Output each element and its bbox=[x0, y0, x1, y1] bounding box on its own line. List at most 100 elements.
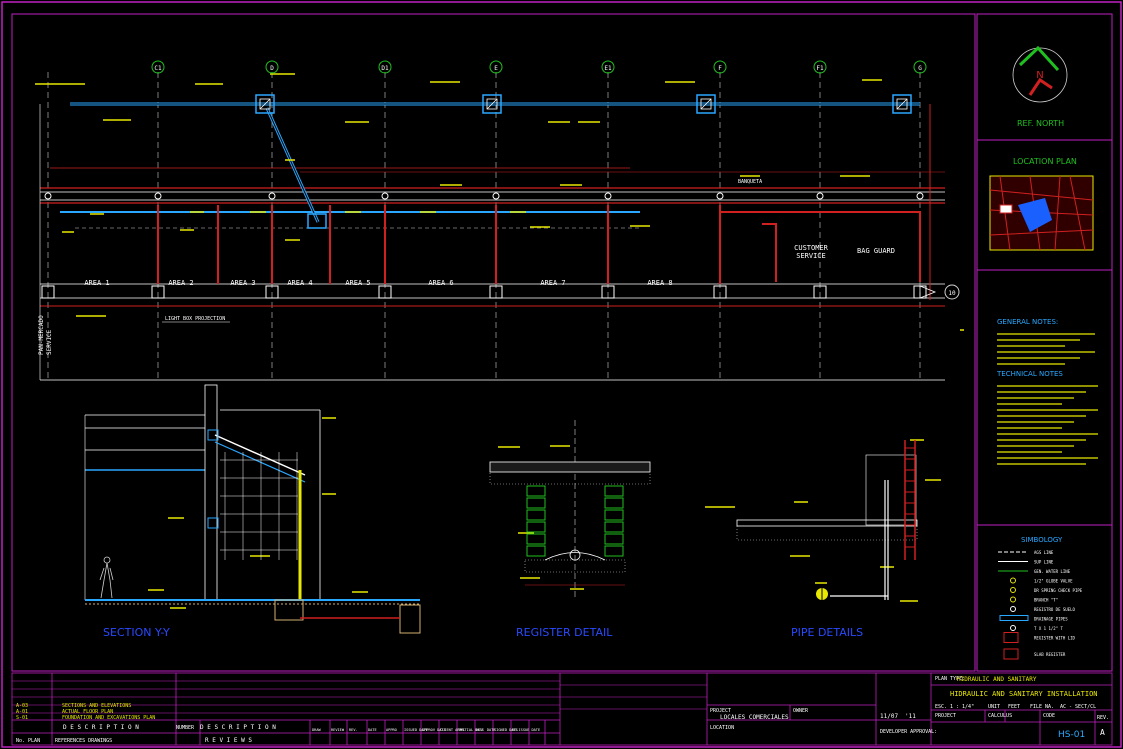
grid-bubble-icon bbox=[913, 60, 927, 74]
pipe-details: PIPE DETAILS bbox=[736, 440, 918, 639]
grid-bubble-label: G bbox=[918, 65, 922, 72]
review-col-head: SIGNED DATE bbox=[494, 728, 518, 732]
drawing-frame bbox=[11, 13, 976, 672]
area-label: AREA 4 bbox=[287, 279, 312, 287]
file-value: AC - SECT/CL bbox=[1060, 704, 1096, 710]
area-label: AREA 7 bbox=[540, 279, 565, 287]
ref-plan-title: ACTUAL FLOOR PLAN bbox=[62, 709, 113, 715]
review-col-head: REV. DATE bbox=[476, 728, 495, 732]
owner-label: OWNER bbox=[793, 708, 809, 714]
bag-guard-label: BAG GUARD bbox=[857, 247, 895, 255]
ref-head-drawings: REFERENCES DRAWINGS bbox=[55, 738, 112, 744]
grid-bubble-icon bbox=[265, 60, 279, 74]
symbology-item: DR SPRING CHECK PIPE bbox=[1034, 588, 1083, 593]
title-block bbox=[11, 672, 1113, 746]
plan-name: HIDRAULIC AND SANITARY INSTALLATION bbox=[950, 690, 1098, 698]
symbology-item: T X 1 1/2" T bbox=[1034, 626, 1063, 631]
review-col-head: REVIEW bbox=[331, 728, 345, 732]
ref-plan-no: A-01 bbox=[16, 709, 28, 715]
area-label: AREA 6 bbox=[428, 279, 453, 287]
banqueta-label: BANQUETA bbox=[738, 179, 762, 185]
desc-head-2: D E S C R I P T I O N bbox=[200, 724, 276, 731]
north-letter: N bbox=[1036, 70, 1043, 81]
area-label: AREA 1 bbox=[84, 279, 109, 287]
scale-value: 1 : 1/4" bbox=[950, 704, 974, 710]
review-col-head: CLIENT APPR. bbox=[440, 728, 466, 732]
symbology-item: SUP LINE bbox=[1034, 560, 1054, 565]
grid-bubble-label: E1 bbox=[604, 65, 612, 72]
grid-bubble-label: D bbox=[270, 65, 274, 72]
symbology-item: AGS LINE bbox=[1034, 550, 1054, 555]
customer-service-label-1: CUSTOMER bbox=[794, 244, 829, 252]
title-block-text: A-03 SECTIONS AND ELEVATIONS A-01 ACTUAL FL… bbox=[16, 676, 1109, 744]
symbology-item: SLAB REGISTER bbox=[1034, 652, 1066, 657]
light-box-label: LIGHT BOX PROJECTION bbox=[165, 316, 225, 322]
ref-plan-no: S-01 bbox=[16, 715, 28, 721]
number-head: NUMBER bbox=[176, 725, 195, 731]
grid-bubble-icon bbox=[378, 60, 392, 74]
section-title: SECTION Y-Y bbox=[103, 626, 170, 639]
row-bubble-icon bbox=[944, 284, 960, 300]
code-label: CODE bbox=[1043, 713, 1055, 719]
review-col-head: ISSUED DATE bbox=[404, 728, 428, 732]
location-label: LOCATION bbox=[710, 725, 734, 731]
units-value: FEET bbox=[1008, 704, 1020, 710]
side-label-1: PAN-MERCADO bbox=[38, 315, 45, 355]
grid-bubble-icon bbox=[713, 60, 727, 74]
symbology-item: REGISTER WITH LID bbox=[1034, 636, 1076, 641]
symbology-item: REGISTRO DE SUELO bbox=[1034, 607, 1076, 612]
right-panel bbox=[976, 13, 1113, 672]
area-label: AREA 3 bbox=[230, 279, 255, 287]
review-col-head: APPRO bbox=[386, 728, 397, 732]
plan-type: HIDRAULIC AND SANITARY bbox=[957, 676, 1037, 683]
customer-service-label-2: SERVICE bbox=[796, 252, 826, 260]
grid-bubble-icon bbox=[151, 60, 165, 74]
project-label: PROJECT bbox=[710, 708, 731, 714]
location-plan-title: LOCATION PLAN bbox=[1013, 157, 1077, 166]
row-bubble-label: 10 bbox=[948, 290, 956, 297]
scale-label: ESC. bbox=[935, 704, 947, 710]
date-value: 11/07 bbox=[880, 713, 898, 720]
grid-bubble-label: F1 bbox=[816, 65, 824, 72]
person-figure-icon bbox=[99, 556, 114, 599]
plan-type-label: PLAN TYPE: bbox=[935, 676, 965, 682]
grid-bubble-label: E bbox=[494, 65, 498, 72]
reviews-head: R E V I E W S bbox=[205, 737, 252, 744]
register-title: REGISTER DETAIL bbox=[516, 626, 613, 639]
section-y-y: SECTION Y-Y bbox=[84, 384, 421, 639]
north-arrow: N REF. NORTH bbox=[1012, 45, 1068, 128]
developer-approval: DEVELOPER APPROVAL: bbox=[880, 729, 937, 735]
grid-bubble-label: D1 bbox=[381, 65, 389, 72]
symbology-item: GEN. WATER LINE bbox=[1034, 569, 1071, 574]
rev-value: A bbox=[1100, 728, 1105, 737]
review-col-head: APPROV DATE bbox=[422, 728, 446, 732]
grid-bubble-label: F bbox=[718, 65, 722, 72]
units-label: UNIT bbox=[988, 704, 1000, 710]
technical-notes-title: TECHNICAL NOTES bbox=[996, 370, 1063, 378]
general-notes-title: GENERAL NOTES: bbox=[997, 318, 1058, 326]
area-label: AREA 5 bbox=[345, 279, 370, 287]
draw-label: PROJECT bbox=[935, 713, 956, 719]
symbology-item: 1/2" GLOBE VALVE bbox=[1034, 579, 1073, 584]
desc-head: D E S C R I P T I O N bbox=[63, 724, 139, 731]
grid-bubble-label: C1 bbox=[154, 65, 162, 72]
symbology-title: SIMBOLOGY bbox=[1021, 536, 1063, 544]
sheet-code: HS-01 bbox=[1058, 730, 1085, 740]
project-name: LOCALES COMERCIALES bbox=[720, 714, 789, 721]
ref-plan-no: A-03 bbox=[16, 703, 28, 709]
review-col-head: DATE bbox=[368, 728, 377, 732]
symbology-panel: SIMBOLOGY AGS LINE SUP LINE GEN. WATER LIN… bbox=[998, 536, 1083, 660]
ref-plan-title: SECTIONS AND ELEVATIONS bbox=[62, 703, 131, 709]
side-label-2: SERVICE bbox=[46, 329, 53, 355]
review-col-head: DRAW bbox=[312, 728, 321, 732]
location-plan: LOCATION PLAN bbox=[989, 157, 1094, 251]
rev-label: REV. bbox=[1097, 715, 1109, 721]
notes-panel: GENERAL NOTES: TECHNICAL NOTES bbox=[996, 318, 1098, 465]
north-label: REF. NORTH bbox=[1017, 119, 1064, 128]
calc-label: CALCULUS bbox=[988, 713, 1012, 719]
symbology-item: BRANCH "T" bbox=[1034, 598, 1058, 603]
file-label: FILE NA. bbox=[1030, 704, 1054, 710]
